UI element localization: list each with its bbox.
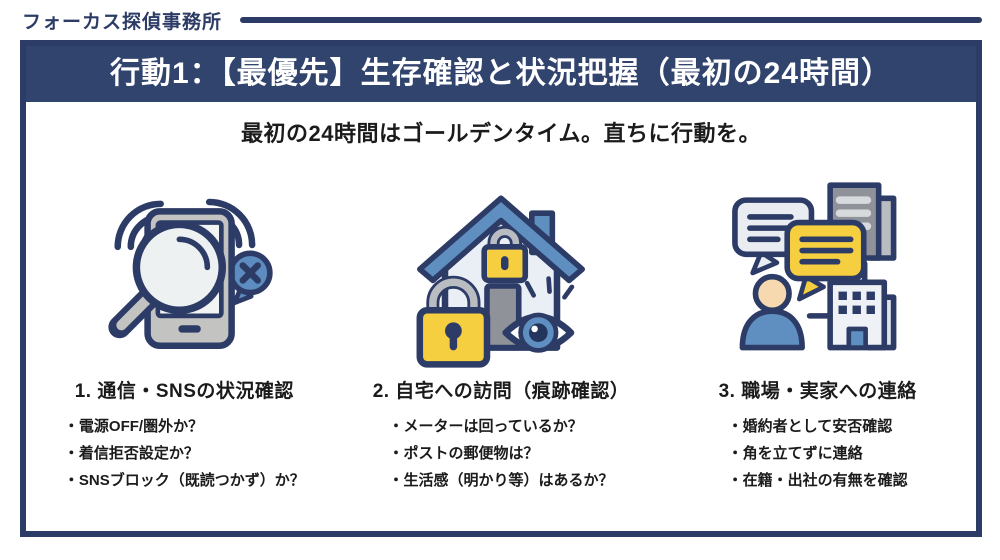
main-card: 行動1：【最優先】生存確認と状況把握（最初の24時間） 最初の24時間はゴールデ… [20, 40, 982, 537]
bullet-item: ・着信拒否設定か？ [63, 445, 199, 462]
header: フォーカス探偵事務所 [0, 0, 1000, 40]
bullet-item: ・SNSブロック（既読つかず）か？ [63, 472, 305, 489]
bullet-item: ・メーターは回っているか？ [388, 418, 583, 435]
bullet-item: ・角を立てずに連絡 [727, 445, 863, 462]
step-column-home-visit: 2. 自宅への訪問（痕跡確認） ・メーターは回っているか？ ・ポストの郵便物は？… [343, 172, 660, 494]
step-bullets-home-visit: ・メーターは回っているか？ ・ポストの郵便物は？ ・生活感（明かり等）はあるか？ [389, 413, 614, 494]
card-content: 最初の24時間はゴールデンタイム。直ちに行動を。 [26, 102, 976, 494]
bullet-item: ・生活感（明かり等）はあるか？ [388, 472, 614, 489]
bullet-item: ・在籍・出社の有無を確認 [727, 472, 908, 489]
step-column-communication: 1. 通信・SNSの状況確認 ・電源OFF/圏外か？ ・着信拒否設定か？ ・SN… [26, 172, 343, 494]
step-heading-contact: 3. 職場・実家への連絡 [718, 381, 917, 402]
step-heading-communication: 1. 通信・SNSの状況確認 [74, 381, 294, 402]
bullet-item: ・ポストの郵便物は？ [388, 445, 539, 462]
step-bullets-contact: ・婚約者として安否確認 ・角を立てずに連絡 ・在籍・出社の有無を確認 [728, 413, 908, 494]
house-inspection-icon [343, 172, 660, 372]
bullet-item: ・電源OFF/圏外か？ [63, 418, 204, 435]
step-heading-home-visit: 2. 自宅への訪問（痕跡確認） [372, 381, 630, 402]
step-column-contact: 3. 職場・実家への連絡 ・婚約者として安否確認 ・角を立てずに連絡 ・在籍・出… [659, 172, 976, 494]
brand-title: フォーカス探偵事務所 [22, 11, 223, 33]
workplace-contact-icon [659, 172, 976, 372]
phone-search-icon [26, 172, 343, 372]
page-root: フォーカス探偵事務所 行動1：【最優先】生存確認と状況把握（最初の24時間） 最… [0, 0, 1000, 537]
banner-title: 行動1：【最優先】生存確認と状況把握（最初の24時間） [109, 57, 893, 90]
step-bullets-communication: ・電源OFF/圏外か？ ・着信拒否設定か？ ・SNSブロック（既読つかず）か？ [64, 413, 305, 494]
subtitle: 最初の24時間はゴールデンタイム。直ちに行動を。 [240, 121, 762, 146]
step-columns: 1. 通信・SNSの状況確認 ・電源OFF/圏外か？ ・着信拒否設定か？ ・SN… [26, 172, 976, 494]
action-banner: 行動1：【最優先】生存確認と状況把握（最初の24時間） [26, 46, 976, 102]
bullet-item: ・婚約者として安否確認 [727, 418, 893, 435]
header-divider-line [240, 17, 982, 23]
